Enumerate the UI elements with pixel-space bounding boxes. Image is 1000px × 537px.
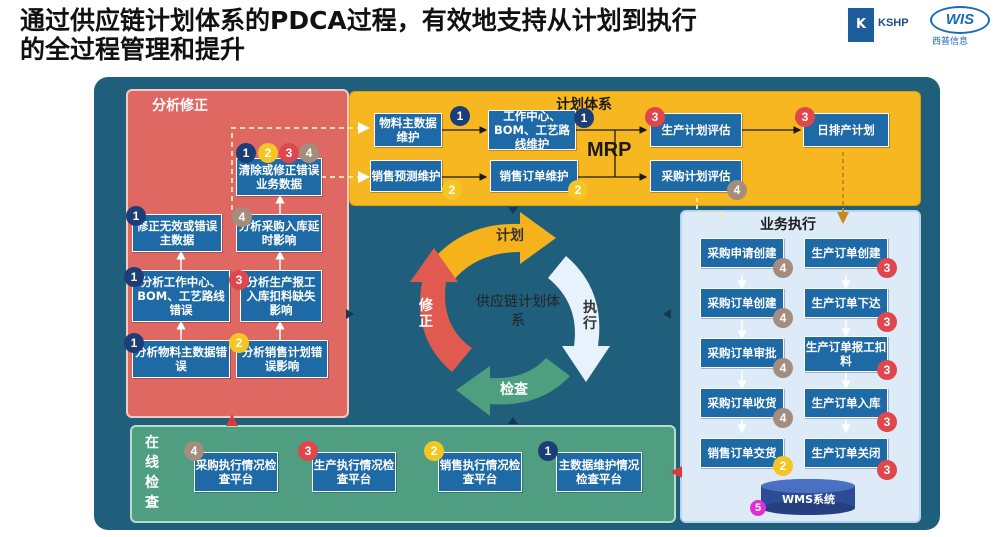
dashed-purcheval-to-execution [696, 198, 723, 222]
title-line-2: 的全过程管理和提升 [20, 35, 246, 64]
execution-panel-title: 业务执行 [760, 217, 816, 233]
badge-5: 5 [750, 500, 766, 516]
page-title: 通过供应链计划体系的PDCA过程，有效地支持从计划到执行 的全过程管理和提升 [20, 6, 800, 64]
badge-3: 3 [877, 412, 897, 432]
production-close-box[interactable]: 生产订单关闭 [804, 438, 888, 468]
purchase-order-approve-box[interactable]: 采购订单审批 [700, 338, 784, 368]
analysis-panel-title: 分析修正 [152, 98, 208, 114]
badge-1: 1 [126, 206, 146, 226]
purchase-order-receive-box[interactable]: 采购订单收货 [700, 388, 784, 418]
badge-2: 2 [258, 143, 278, 163]
sales-forecast-box[interactable]: 销售预测维护 [370, 160, 442, 192]
wis-logo-sub: 西普信息 [932, 37, 969, 47]
badge-3: 3 [298, 441, 318, 461]
master-data-check-box[interactable]: 主数据维护情况检查平台 [556, 452, 642, 492]
online-check-title: 在线检查 [145, 435, 159, 511]
sales-order-box[interactable]: 销售订单维护 [490, 160, 578, 192]
badge-2: 2 [424, 441, 444, 461]
title-line-1: 通过供应链计划体系的PDCA过程，有效地支持从计划到执行 [20, 6, 697, 35]
badge-1: 1 [124, 333, 144, 353]
kshp-logo-text: KSHP [878, 17, 909, 29]
cycle-center-label: 供应链计划体系 [476, 294, 560, 329]
badge-4: 4 [773, 258, 793, 278]
cycle-execute-label: 执行 [583, 300, 597, 332]
badge-3: 3 [877, 460, 897, 480]
badge-1: 1 [124, 267, 144, 287]
analyze-production-report-box[interactable]: 分析生产报工入库扣料缺失影响 [240, 270, 322, 322]
production-order-create-box[interactable]: 生产订单创建 [804, 238, 888, 268]
production-plan-eval-box[interactable]: 生产计划评估 [650, 113, 742, 147]
fix-invalid-master-box[interactable]: 修正无效或错误主数据 [132, 214, 222, 252]
analyze-material-master-box[interactable]: 分析物料主数据错误 [132, 340, 230, 378]
badge-4: 4 [299, 143, 319, 163]
production-report-box[interactable]: 生产订单报工扣料 [804, 336, 888, 372]
cycle-arrow-plan [426, 212, 556, 282]
badge-1: 1 [538, 441, 558, 461]
badge-2: 2 [442, 180, 462, 200]
badge-2: 2 [568, 180, 588, 200]
daily-schedule-box[interactable]: 日排产计划 [803, 113, 889, 147]
badge-1: 1 [236, 143, 256, 163]
plan-panel-title: 计划体系 [556, 97, 612, 113]
wis-logo: WIS 西普信息 [924, 4, 994, 47]
badge-4: 4 [727, 180, 747, 200]
cycle-arrow-correct [410, 248, 472, 372]
badge-3: 3 [229, 270, 249, 290]
badge-2: 2 [773, 456, 793, 476]
kshp-logo: K KSHP [848, 8, 909, 42]
production-inbound-box[interactable]: 生产订单入库 [804, 388, 888, 418]
sales-exec-check-box[interactable]: 销售执行情况检查平台 [438, 452, 522, 492]
wis-logo-text: WIS [930, 6, 990, 34]
badge-1: 1 [450, 106, 470, 126]
badge-3: 3 [877, 360, 897, 380]
wms-system-label: WMS系统 [782, 493, 836, 506]
workcenter-bom-box[interactable]: 工作中心、BOM、工艺路线维护 [488, 109, 576, 151]
cycle-arrow-execute [548, 256, 610, 382]
purchase-order-create-box[interactable]: 采购订单创建 [700, 288, 784, 318]
mrp-label: MRP [587, 139, 632, 161]
cycle-arrow-check [456, 358, 570, 416]
badge-4: 4 [773, 308, 793, 328]
badge-3: 3 [279, 143, 299, 163]
badge-1: 1 [574, 108, 594, 128]
badge-4: 4 [773, 358, 793, 378]
production-exec-check-box[interactable]: 生产执行情况检查平台 [312, 452, 396, 492]
clear-fix-data-box[interactable]: 清除或修正错误业务数据 [236, 158, 322, 196]
badge-4: 4 [232, 207, 252, 227]
cycle-check-label: 检查 [500, 382, 528, 398]
badge-2: 2 [229, 333, 249, 353]
badge-3: 3 [877, 258, 897, 278]
dashed-analysis-to-plan [231, 122, 370, 210]
material-master-box[interactable]: 物料主数据维护 [374, 113, 442, 147]
purchase-request-box[interactable]: 采购申请创建 [700, 238, 784, 268]
badge-3: 3 [645, 107, 665, 127]
badge-3: 3 [795, 107, 815, 127]
analyze-sales-plan-box[interactable]: 分析销售计划错误影响 [236, 340, 328, 378]
cycle-correct-label: 修正 [419, 298, 433, 330]
kshp-logo-mark: K [848, 8, 874, 42]
purchase-plan-eval-box[interactable]: 采购计划评估 [650, 160, 742, 192]
badge-4: 4 [773, 408, 793, 428]
purchase-exec-check-box[interactable]: 采购执行情况检查平台 [194, 452, 278, 492]
production-order-release-box[interactable]: 生产订单下达 [804, 288, 888, 318]
cycle-plan-label: 计划 [496, 228, 524, 244]
sales-delivery-box[interactable]: 销售订单交货 [700, 438, 784, 468]
analyze-workcenter-box[interactable]: 分析工作中心、BOM、工艺路线错误 [132, 270, 230, 322]
badge-3: 3 [877, 312, 897, 332]
badge-4: 4 [184, 441, 204, 461]
